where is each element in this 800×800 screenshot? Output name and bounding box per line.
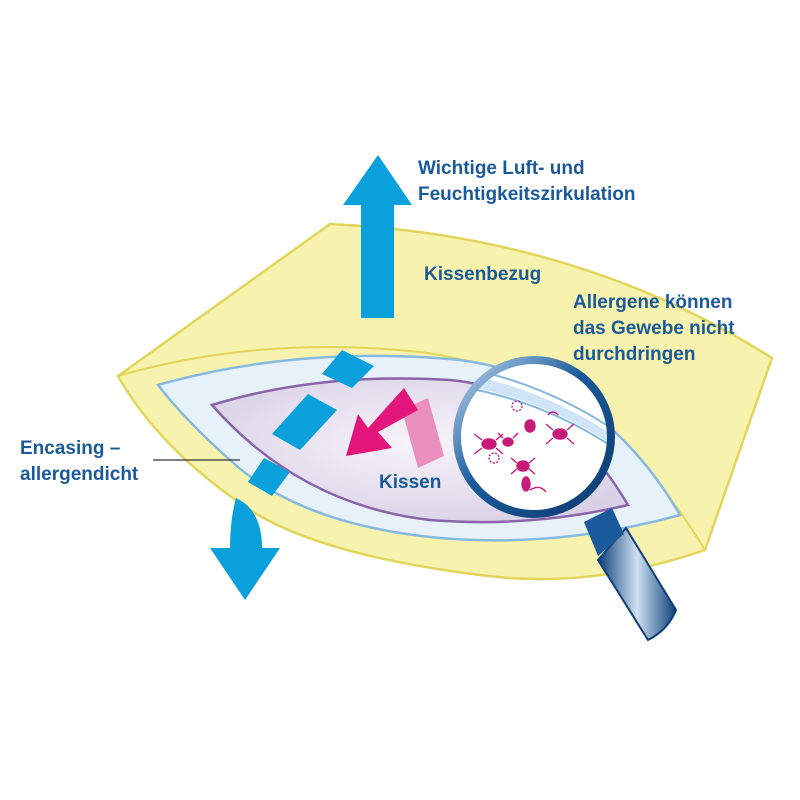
airflow-label-line-1: Wichtige Luft- und — [418, 158, 585, 179]
magnifier-handle — [596, 526, 678, 642]
magnifier-rim — [453, 356, 615, 518]
magnifier-neck — [584, 508, 624, 556]
mite-icon — [521, 476, 531, 492]
encasing-label-line-1: Encasing – — [20, 438, 121, 459]
magnifier-lens — [457, 360, 611, 514]
mite-icon — [524, 419, 536, 433]
allergens-label-line-3: durchdringen — [573, 344, 696, 365]
encasing-label-line-2: allergendicht — [20, 464, 139, 485]
dust-mites — [473, 400, 575, 493]
airflow-arrow-through-encasing — [248, 350, 374, 496]
airflow-label: Wichtige Luft- und Feuchtigkeitszirkulat… — [418, 156, 635, 208]
mite-icon — [473, 433, 504, 455]
allergens-label-line-1: Allergene können — [573, 292, 733, 313]
fiber-icon — [547, 411, 559, 416]
fiber-icon — [529, 486, 547, 493]
airflow-arrow-up — [343, 155, 412, 318]
allergens-label-line-2: das Gewebe nicht — [573, 318, 735, 339]
mite-icon — [545, 423, 575, 445]
mite-icon — [510, 457, 536, 475]
pillow-label: Kissen — [379, 472, 442, 493]
allergen-arrow-faded — [402, 398, 444, 468]
airflow-arrow-down — [210, 498, 280, 600]
allergens-label: Allergene können das Gewebe nicht durchd… — [573, 290, 735, 368]
pollen-icon — [488, 400, 523, 464]
mite-icon — [497, 432, 519, 447]
allergen-arrow-blocked — [346, 388, 418, 456]
pillowcase-label: Kissenbezug — [424, 264, 542, 285]
magnifier — [453, 356, 678, 642]
airflow-label-line-2: Feuchtigkeitszirkulation — [418, 184, 636, 205]
encasing-label: Encasing – allergendicht — [20, 436, 138, 488]
